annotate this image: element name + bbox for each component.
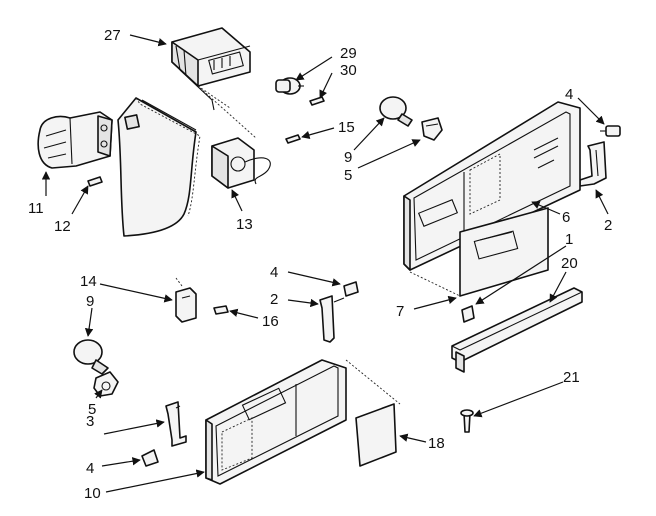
callout-7: 7 — [396, 303, 404, 320]
lower-control-panel-part — [205, 359, 347, 485]
bracket-part-middle — [319, 295, 345, 343]
connector-part-right — [600, 125, 621, 137]
bracket-part-right — [579, 141, 607, 187]
assembly-guide-lines — [175, 87, 461, 405]
callout-16: 16 — [262, 313, 279, 330]
callout-10: 10 — [84, 485, 101, 502]
lamp-socket-part — [275, 77, 304, 95]
connector-part-left — [141, 449, 159, 467]
small-module-part — [175, 287, 197, 323]
bracket-part-3 — [165, 401, 187, 447]
callout-12: 12 — [54, 218, 71, 235]
control-housing-part — [171, 27, 251, 111]
callout-5-left: 5 — [88, 401, 96, 418]
callout-20: 20 — [561, 255, 578, 272]
callout-4-middle: 4 — [270, 264, 278, 281]
callout-6: 6 — [562, 209, 570, 226]
socket-screw-part — [309, 96, 325, 106]
screw-part-21 — [460, 409, 474, 433]
callout-18: 18 — [428, 435, 445, 452]
light-bulb-part-top — [379, 96, 413, 127]
fan-motor-assembly-part — [37, 111, 113, 169]
screw-part-12 — [87, 176, 103, 187]
callout-21: 21 — [563, 369, 580, 386]
callout-14: 14 — [80, 273, 97, 290]
callout-5-top: 5 — [344, 167, 352, 184]
callout-9-top: 9 — [344, 149, 352, 166]
callout-1: 1 — [565, 231, 573, 248]
callout-leader-lines — [41, 34, 609, 493]
callout-30: 30 — [340, 62, 357, 79]
callout-numbers: 27 29 30 15 11 12 13 9 5 4 2 6 1 20 7 21… — [28, 27, 612, 502]
callout-2-middle: 2 — [270, 291, 278, 308]
callout-9-left: 9 — [86, 293, 94, 310]
light-bulb-part-left — [73, 339, 109, 375]
connector-part-middle — [343, 281, 359, 297]
screw-part-16 — [213, 305, 229, 315]
control-panel-part — [403, 101, 581, 271]
front-insert-panel-part — [459, 207, 549, 297]
clip-part — [461, 305, 475, 323]
lamp-holder-part-top — [421, 117, 443, 141]
callout-29: 29 — [340, 45, 357, 62]
callout-13: 13 — [236, 216, 253, 233]
trim-strip-part — [451, 287, 583, 373]
lamp-holder-part-left — [93, 371, 119, 397]
callout-27: 27 — [104, 27, 121, 44]
callout-2-right: 2 — [604, 217, 612, 234]
callout-11: 11 — [28, 200, 44, 217]
callout-4-right: 4 — [565, 86, 573, 103]
callout-4-left: 4 — [86, 460, 94, 477]
callout-15: 15 — [338, 119, 355, 136]
rectangular-panel-part — [355, 403, 397, 467]
curved-liner-panel — [117, 97, 201, 237]
screw-part-15 — [285, 134, 301, 144]
switch-box-part — [211, 137, 271, 189]
callout-3: 3 — [86, 413, 94, 430]
